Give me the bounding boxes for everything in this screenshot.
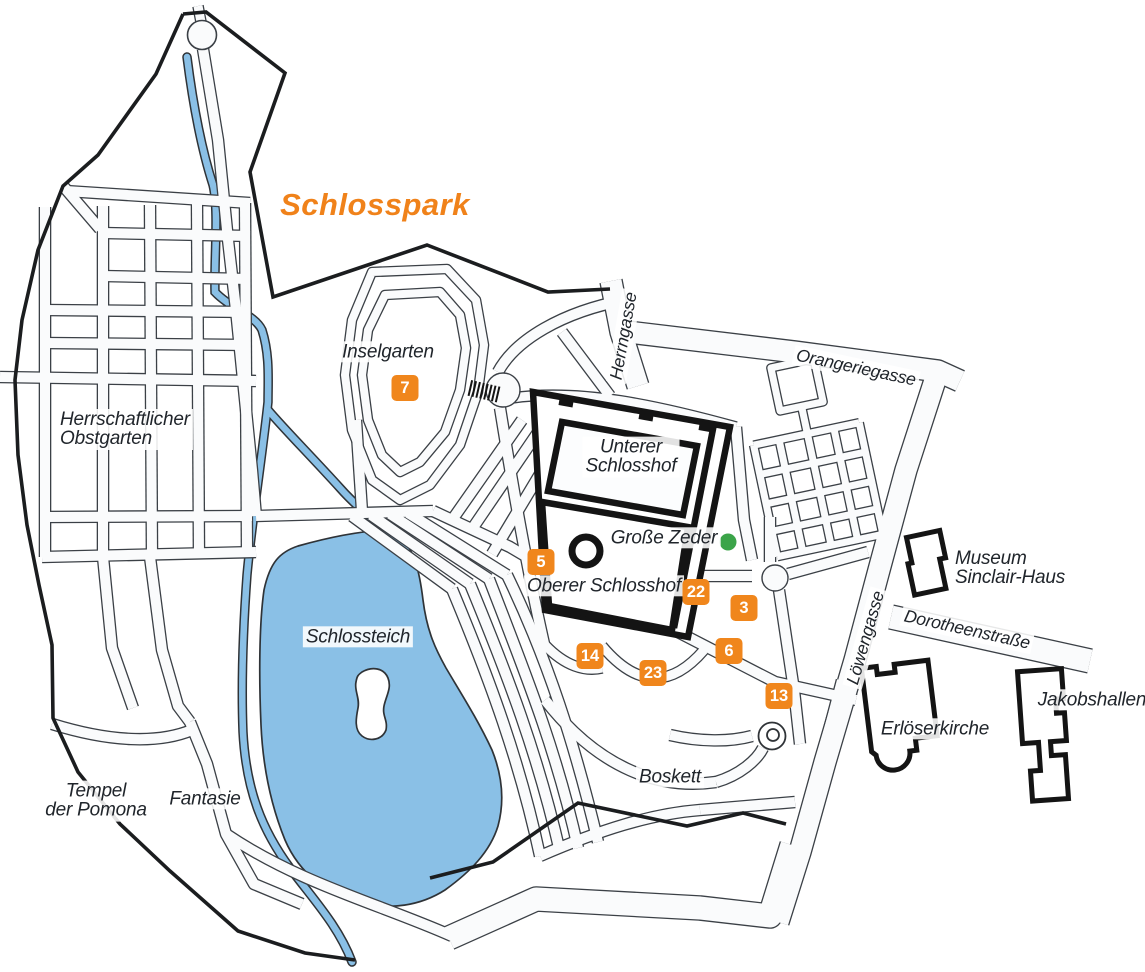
marker-7[interactable]: 7: [391, 375, 419, 401]
label-unterer-schlosshof: Unterer Schlosshof: [582, 436, 680, 478]
label-boskett: Boskett: [636, 766, 704, 788]
erloeserkirche-building: [858, 657, 940, 773]
label-inselgarten: Inselgarten: [339, 341, 437, 363]
marker-6[interactable]: 6: [715, 638, 743, 664]
boskett-fountain: [757, 721, 787, 751]
marker-14[interactable]: 14: [576, 643, 604, 669]
label-museum-sinclair-haus: Museum Sinclair-Haus: [952, 548, 1069, 589]
lake-island: [354, 667, 391, 741]
label-grosse-zeder: Große Zeder: [607, 527, 721, 549]
schlossteich-lake: [258, 529, 503, 908]
bridge-hatching: [467, 380, 501, 403]
marker-13[interactable]: 13: [765, 683, 793, 709]
marker-23[interactable]: 23: [639, 660, 667, 686]
map-title: Schlosspark: [280, 187, 470, 223]
label-tempel-der-pomona: Tempel der Pomona: [42, 780, 150, 822]
marker-22[interactable]: 22: [682, 579, 710, 605]
park-boundary: [13, 10, 787, 962]
marker-3[interactable]: 3: [730, 595, 758, 621]
roundabout-circle: [186, 19, 218, 51]
plaza-circle: [761, 564, 789, 592]
museum-sinclair-haus-building: [903, 527, 949, 599]
label-oberer-schlosshof: Oberer Schlosshof: [524, 575, 684, 597]
label-herrschaftlicher-obstgarten: Herrschaftlicher Obstgarten: [57, 409, 193, 450]
marker-5[interactable]: 5: [527, 549, 555, 575]
label-jakobshallen: Jakobshallen: [1034, 689, 1145, 711]
label-schlossteich: Schlossteich: [302, 626, 414, 648]
white-tower: [568, 533, 604, 569]
grosse-zeder-tree-dot: [719, 533, 737, 551]
label-fantasie: Fantasie: [166, 788, 244, 810]
label-erloeserkirche: Erlöserkirche: [877, 718, 993, 740]
